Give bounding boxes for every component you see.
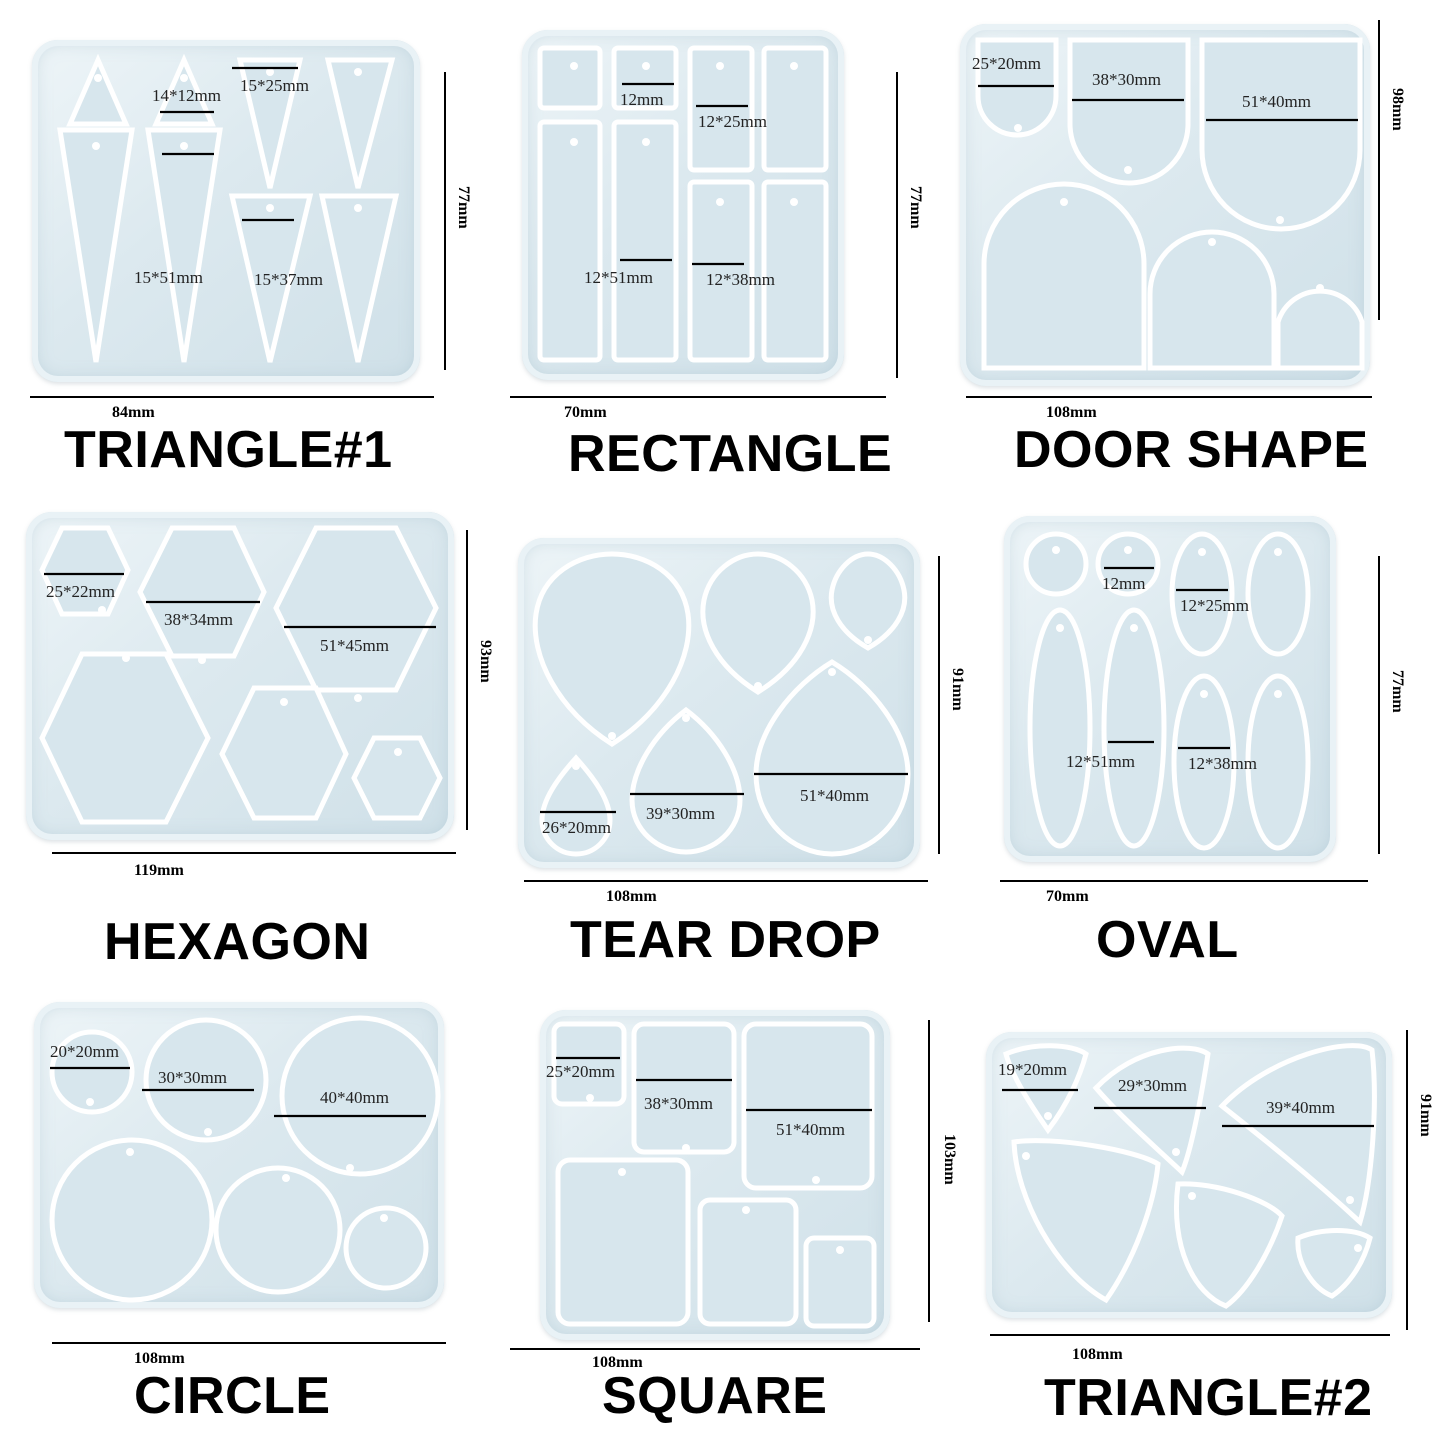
- size-label: 12*38mm: [1188, 754, 1257, 773]
- width-dimension-line: [524, 880, 928, 882]
- size-label: 12*25mm: [1180, 596, 1249, 615]
- width-label: 108mm: [592, 1354, 643, 1371]
- door-cavities: [975, 37, 1365, 371]
- height-dimension-line: [928, 1020, 930, 1322]
- shape-title: OVAL: [1096, 911, 1239, 969]
- size-label: 25*20mm: [546, 1062, 615, 1081]
- size-label: 40*40mm: [320, 1088, 389, 1107]
- height-label: 77mm: [907, 186, 924, 229]
- mold-tear-drop: 26*20mm 39*30mm 51*40mm: [518, 538, 920, 868]
- size-label: 15*51mm: [134, 268, 203, 287]
- mold-circle: 20*20mm 30*30mm 40*40mm: [34, 1002, 444, 1308]
- width-label: 108mm: [1072, 1346, 1123, 1363]
- triangle-cavities: [57, 53, 400, 363]
- height-label: 91mm: [1417, 1094, 1434, 1137]
- size-label: 12mm: [620, 90, 664, 109]
- width-dimension-line: [510, 396, 886, 398]
- height-dimension-line: [938, 556, 940, 854]
- size-label: 15*25mm: [240, 76, 309, 95]
- shape-title: TRIANGLE#1: [64, 421, 393, 479]
- width-dimension-line: [990, 1334, 1390, 1336]
- height-dimension-line: [1378, 556, 1380, 854]
- width-label: 108mm: [1046, 404, 1097, 421]
- shape-title: TEAR DROP: [570, 911, 881, 969]
- oval-cavities: [1023, 531, 1311, 851]
- width-label: 84mm: [112, 404, 155, 421]
- size-label: 12*25mm: [698, 112, 767, 131]
- hexagon-cavities: [39, 525, 443, 825]
- width-label: 108mm: [606, 888, 657, 905]
- size-label: 51*40mm: [1242, 92, 1311, 111]
- width-dimension-line: [52, 852, 456, 854]
- circle-cavities: [49, 1015, 441, 1303]
- size-label: 51*40mm: [800, 786, 869, 805]
- height-dimension-line: [466, 530, 468, 830]
- width-label: 70mm: [1046, 888, 1089, 905]
- width-dimension-line: [966, 396, 1372, 398]
- width-label: 119mm: [134, 862, 184, 879]
- width-label: 70mm: [564, 404, 607, 421]
- size-label: 12*51mm: [1066, 752, 1135, 771]
- mold-square: 25*20mm 38*30mm 51*40mm: [540, 1010, 890, 1340]
- size-label: 25*20mm: [972, 54, 1041, 73]
- mold-door-shape: 25*20mm 38*30mm 51*40mm: [960, 24, 1370, 386]
- mold-triangle-2: 19*20mm 29*30mm 39*40mm: [986, 1032, 1392, 1318]
- shape-title: HEXAGON: [104, 913, 371, 971]
- height-label: 103mm: [941, 1134, 958, 1185]
- square-cavities: [551, 1021, 877, 1329]
- height-label: 77mm: [455, 186, 472, 229]
- mold-rectangle: 12mm 12*25mm 12*51mm 12*38mm: [522, 30, 844, 380]
- height-label: 91mm: [949, 668, 966, 711]
- height-dimension-line: [444, 72, 446, 370]
- width-dimension-line: [30, 396, 434, 398]
- size-label: 20*20mm: [50, 1042, 119, 1061]
- size-label: 12mm: [1102, 574, 1146, 593]
- size-label: 14*12mm: [152, 86, 221, 105]
- size-label: 26*20mm: [542, 818, 611, 837]
- height-dimension-line: [1406, 1030, 1408, 1330]
- rectangle-cavities: [537, 45, 829, 363]
- shape-title: DOOR SHAPE: [1014, 421, 1369, 479]
- size-label: 38*30mm: [1092, 70, 1161, 89]
- size-label: 25*22mm: [46, 582, 115, 601]
- shape-title: TRIANGLE#2: [1044, 1369, 1373, 1427]
- shape-title: SQUARE: [602, 1367, 828, 1425]
- height-dimension-line: [896, 72, 898, 378]
- shape-title: CIRCLE: [134, 1367, 331, 1425]
- size-label: 39*30mm: [646, 804, 715, 823]
- triangle2-cavities: [1002, 1043, 1377, 1309]
- height-dimension-line: [1378, 20, 1380, 320]
- size-label: 29*30mm: [1118, 1076, 1187, 1095]
- size-label: 30*30mm: [158, 1068, 227, 1087]
- mold-triangle-1: 14*12mm 15*25mm 15*51mm 15*37mm: [32, 40, 420, 382]
- width-label: 108mm: [134, 1350, 185, 1367]
- height-label: 98mm: [1389, 88, 1406, 131]
- size-label: 38*34mm: [164, 610, 233, 629]
- mold-hexagon: 25*22mm 38*34mm 51*45mm: [26, 512, 454, 840]
- width-dimension-line: [1000, 880, 1368, 882]
- size-label: 15*37mm: [254, 270, 323, 289]
- size-label: 39*40mm: [1266, 1098, 1335, 1117]
- size-label: 19*20mm: [998, 1060, 1067, 1079]
- size-label: 38*30mm: [644, 1094, 713, 1113]
- size-label: 12*51mm: [584, 268, 653, 287]
- size-label: 12*38mm: [706, 270, 775, 289]
- width-dimension-line: [52, 1342, 446, 1344]
- shape-title: RECTANGLE: [568, 425, 893, 483]
- teardrop-cavities: [532, 551, 911, 857]
- size-label: 51*45mm: [320, 636, 389, 655]
- height-label: 77mm: [1389, 670, 1406, 713]
- mold-oval: 12mm 12*25mm 12*51mm 12*38mm: [1004, 516, 1336, 862]
- height-label: 93mm: [477, 640, 494, 683]
- width-dimension-line: [510, 1348, 920, 1350]
- size-label: 51*40mm: [776, 1120, 845, 1139]
